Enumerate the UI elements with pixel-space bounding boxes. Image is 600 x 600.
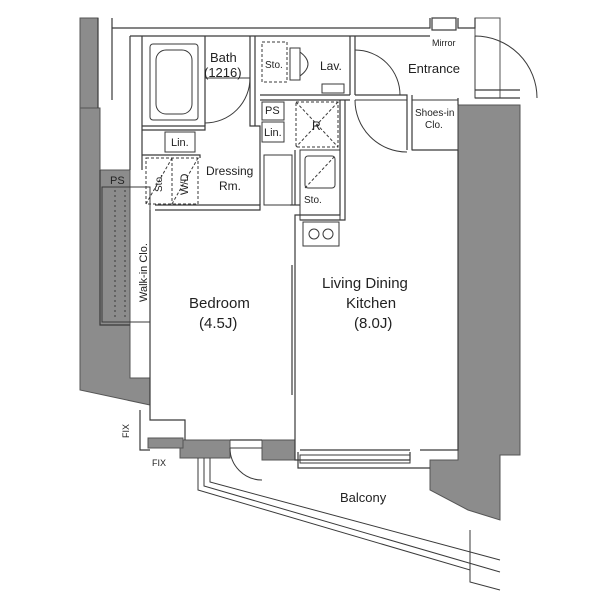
bathtub-inner [155,49,193,115]
fixtures [101,41,459,464]
toilet [289,47,309,81]
ps-label-left: PS [110,175,125,187]
ps-shaft [261,101,285,121]
interior-walls [142,36,459,451]
mirror-label: Mirror [432,38,456,48]
outer-walls [97,17,520,469]
toilet-storage-label: Sto. [265,60,283,71]
linen-shelf-3 [263,154,293,206]
balcony-rails [197,458,501,591]
kitchen-sink [304,155,336,189]
top-right-wall-block [474,17,501,99]
bedroom-label: Bedroom [189,295,250,312]
ldk-door-swing [354,99,408,153]
bedroom-size-label: (4.5J) [199,315,237,332]
bottom-wall-1 [179,439,231,459]
lin-label-hall: Lin. [264,127,282,139]
dressing-label-2: Rm. [219,179,241,193]
lav-basin [321,83,345,94]
doors [204,35,538,481]
wd-storage-label: Sto. [154,174,165,192]
balcony-label: Balcony [340,490,387,505]
burner-2 [322,228,334,240]
fixture-labels: Sto. PS Lin. Lin. R Sto. Sto. W/D PS FIX… [110,60,322,468]
bath-size-label: (1216) [204,65,242,80]
walk-in-closet-rail [101,186,151,323]
lin-label-bath: Lin. [171,137,189,149]
fix-label-left: FIX [121,424,131,438]
fix-label-bottom: FIX [152,458,166,468]
burner-1 [308,228,320,240]
toilet-storage [261,41,288,83]
balcony-door-swing [229,447,263,481]
linen-shelf-2 [261,121,285,143]
refrigerator-label: R [312,119,321,133]
cooktop [302,221,340,247]
room-labels: Bath (1216) Lav. Entrance Mirror Shoes-i… [138,38,460,505]
entrance-door-swing [474,35,538,99]
shoes-in-clo-label-2: Clo. [425,120,443,131]
lav-door-swing [354,49,401,96]
ldk-label-2: Kitchen [346,295,396,312]
bath-label: Bath [210,50,237,65]
refrigerator-space [295,101,339,148]
washer-dryer-label: W/D [179,174,191,195]
ldk-size-label: (8.0J) [354,315,392,332]
window-sill [299,454,411,464]
kitchen-counter [299,149,341,221]
kitchen-storage-label: Sto. [304,195,322,206]
bottom-wall-3 [147,437,184,449]
entrance-label: Entrance [408,61,460,76]
bathtub [149,43,199,121]
bath-door-swing [204,77,251,124]
walk-in-clo-label: Walk-in Clo. [138,243,150,302]
dressing-label-1: Dressing [206,164,253,178]
top-left-pillar [79,17,99,109]
linen-shelf [164,131,196,153]
ldk-label-1: Living Dining [322,275,408,292]
lav-label: Lav. [320,59,342,73]
shoes-in-clo-label-1: Shoes-in [415,108,454,119]
shoes-in-closet [411,99,459,151]
ps-label-top: PS [265,105,280,117]
right-column [429,104,521,521]
bottom-wall-2 [261,439,296,461]
